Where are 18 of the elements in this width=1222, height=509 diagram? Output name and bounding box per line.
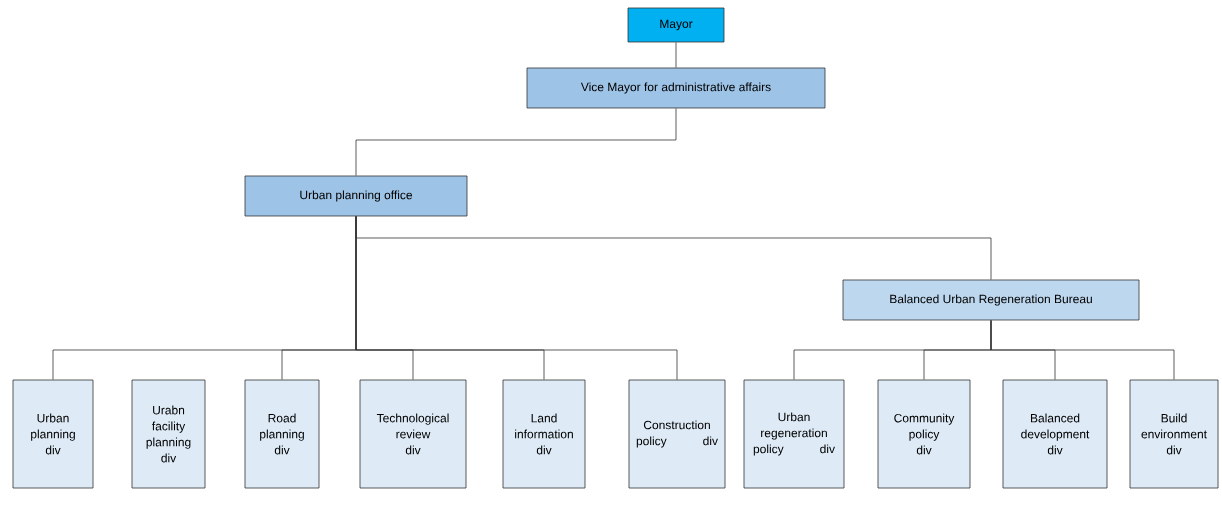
division-box: Community policy div <box>877 379 971 489</box>
division-box: Technological review div <box>359 379 467 489</box>
division-box: Build environment div <box>1129 379 1219 489</box>
title-box: Vice Mayor for administrative affairs <box>526 67 826 109</box>
division-box: Urabn facility planning div <box>131 379 206 489</box>
bureau-box: Balanced Urban Regeneration Bureau <box>842 279 1140 321</box>
connector-line <box>355 216 678 380</box>
connector-line <box>675 42 677 68</box>
connector-line <box>355 108 677 176</box>
division-box: Construction policy div <box>628 379 726 489</box>
division-box: Urban planning div <box>12 379 94 489</box>
division-box: Balanced development div <box>1002 379 1108 489</box>
division-box: Road planning div <box>244 379 320 489</box>
division-box: Land information div <box>502 379 586 489</box>
division-box: Urban regeneration policy div <box>743 379 845 489</box>
office-box: Urban planning office <box>244 175 468 217</box>
top-box: Mayor <box>627 7 725 43</box>
connector-line <box>990 320 1175 380</box>
